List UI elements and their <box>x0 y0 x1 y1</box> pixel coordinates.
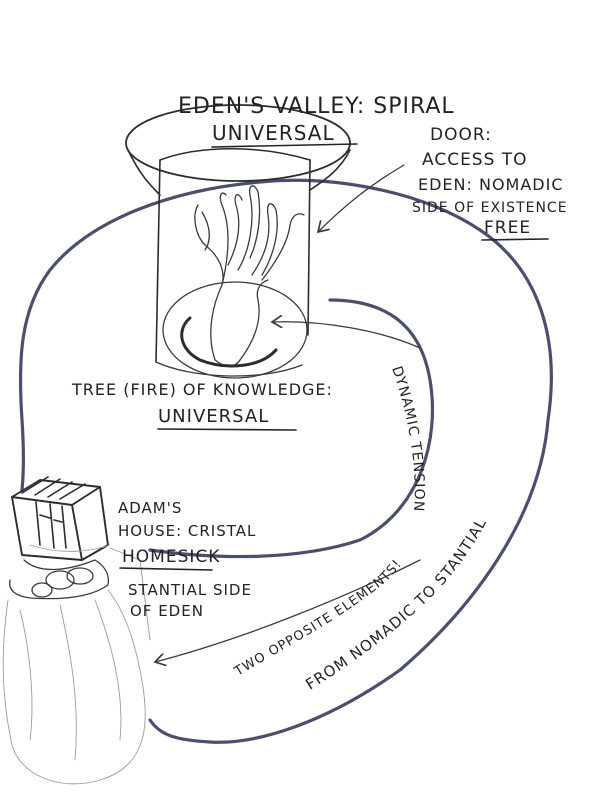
svg-text:FREE: FREE <box>484 218 531 238</box>
svg-text:TREE (FIRE) OF KNOWLEDGE:: TREE (FIRE) OF KNOWLEDGE: <box>71 380 333 399</box>
tree-cylinder <box>125 104 351 379</box>
door-label: DOOR: ACCESS TO EDEN: NOMADIC SIDE OF EX… <box>412 125 568 241</box>
svg-text:OF EDEN: OF EDEN <box>130 602 204 620</box>
svg-text:UNIVERSAL: UNIVERSAL <box>158 406 269 427</box>
svg-text:SIDE OF EXISTENCE: SIDE OF EXISTENCE <box>412 200 568 216</box>
valley-spiral <box>148 178 553 744</box>
svg-text:STANTIAL SIDE: STANTIAL SIDE <box>128 581 252 599</box>
diagram-title: EDEN'S VALLEY: SPIRAL <box>178 94 455 119</box>
svg-text:HOUSE: CRISTAL: HOUSE: CRISTAL <box>118 522 256 540</box>
svg-text:ADAM'S: ADAM'S <box>118 499 182 517</box>
svg-text:DOOR:: DOOR: <box>430 125 492 145</box>
door-arrow <box>318 164 405 232</box>
tree-label: TREE (FIRE) OF KNOWLEDGE: UNIVERSAL <box>71 380 333 431</box>
tree-of-fire <box>180 185 305 368</box>
adam-house-label: ADAM'S HOUSE: CRISTAL HOMESICK STANTIAL … <box>118 499 256 620</box>
svg-text:EDEN: NOMADIC: EDEN: NOMADIC <box>418 175 564 194</box>
universal-top-label: UNIVERSAL <box>212 121 335 145</box>
two-opposite-elements-text: TWO OPPOSITE ELEMENTS! <box>231 557 405 680</box>
svg-text:HOMESICK: HOMESICK <box>122 547 220 567</box>
nomadic-to-stantial-text: FROM NOMADIC TO STANTIAL <box>302 515 490 694</box>
dynamic-tension-text: DYNAMIC TENSION <box>388 364 427 513</box>
adam-house <box>2 476 151 785</box>
svg-text:ACCESS TO: ACCESS TO <box>422 150 528 170</box>
tension-arrow <box>272 322 421 349</box>
house-arrow <box>155 559 421 662</box>
spiral-left-arc <box>18 180 262 492</box>
